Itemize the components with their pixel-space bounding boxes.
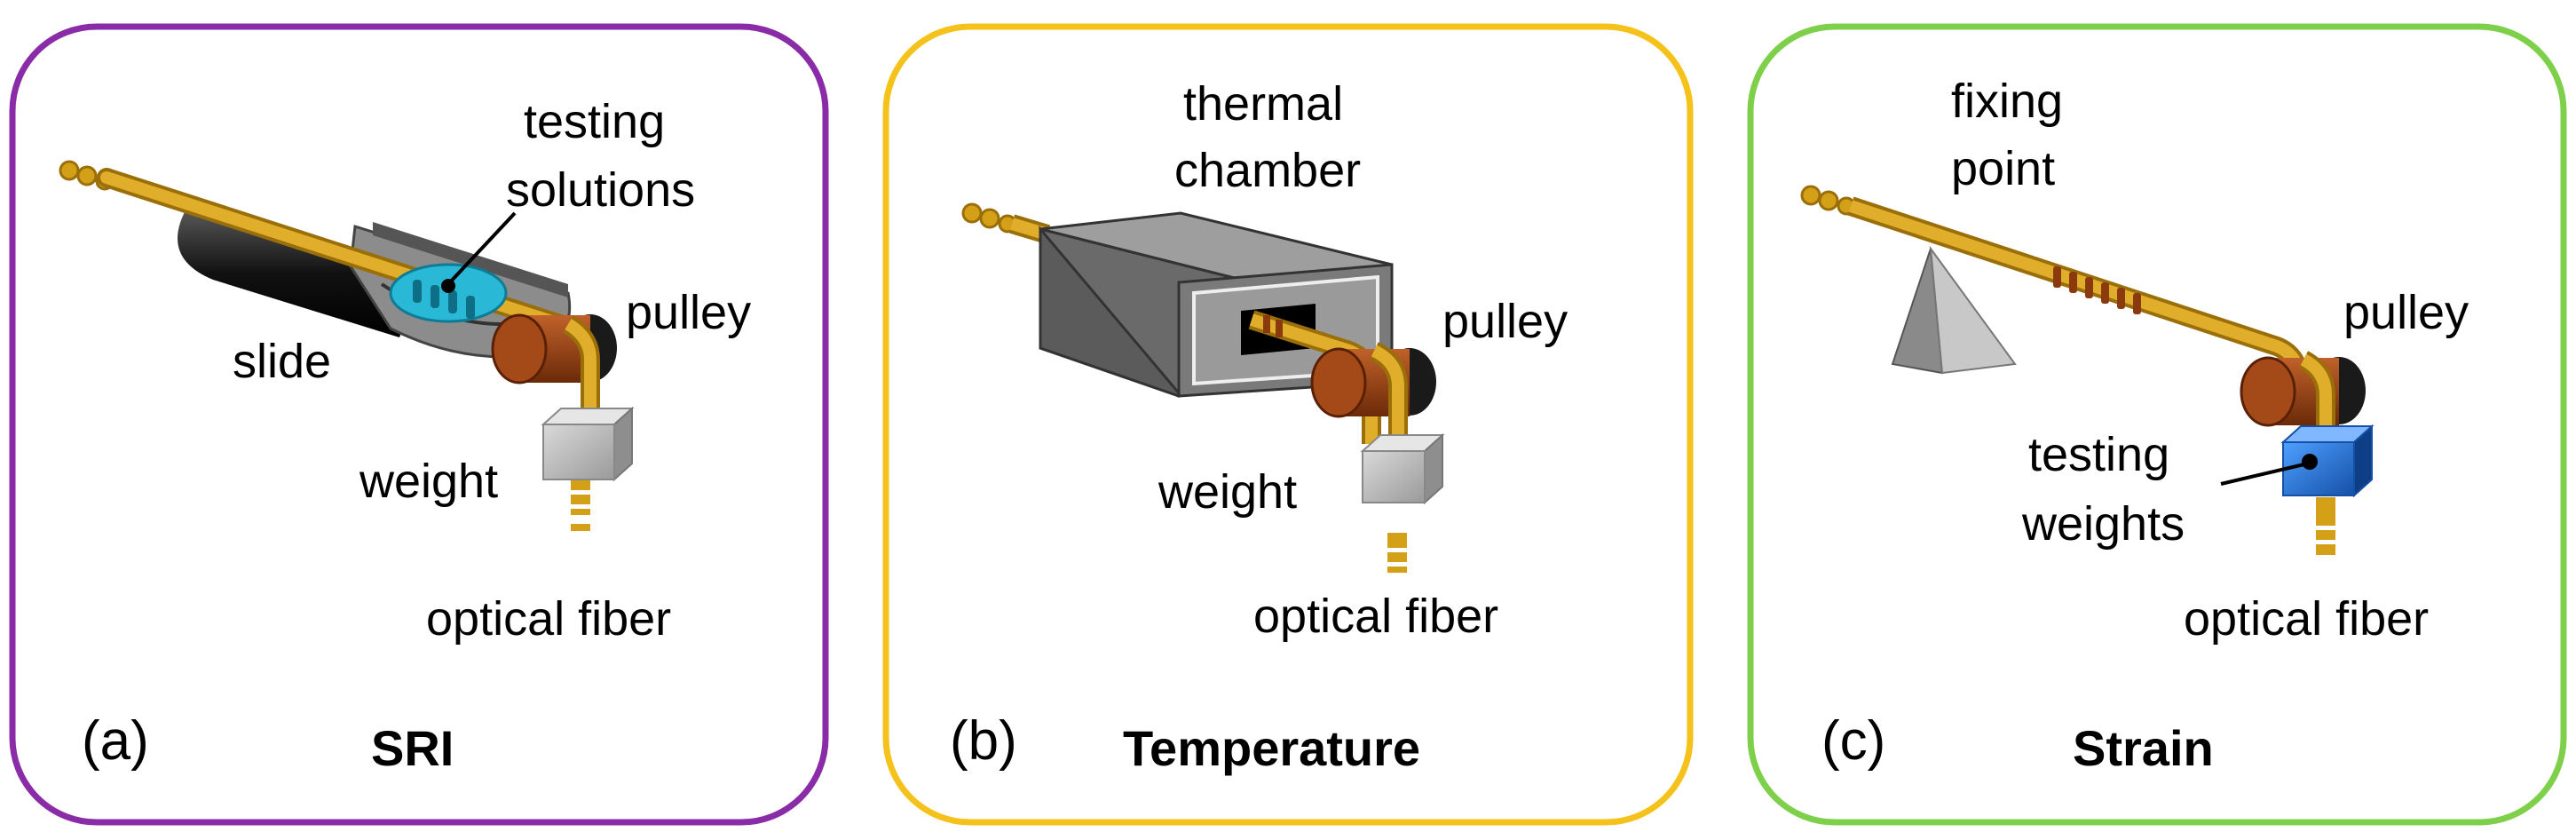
panel-sri: testing solutions slide pulley weight op… <box>9 23 829 826</box>
label-weight-a: weight <box>359 455 498 508</box>
label-testing-c: testing <box>2028 428 2169 481</box>
pulley-icon-b <box>1310 342 1436 466</box>
pulley-icon-c <box>2240 351 2366 440</box>
panel-b-index: (b) <box>950 710 1017 772</box>
label-pulley-a: pulley <box>626 286 751 339</box>
testing-weights-leader <box>2220 462 2309 486</box>
panel-c-title: Strain <box>2073 720 2214 776</box>
label-optical-fiber-a: optical fiber <box>426 592 671 646</box>
panel-c-border <box>1747 23 2567 826</box>
label-point-c: point <box>1951 142 2055 195</box>
label-solutions-a: solutions <box>506 163 695 217</box>
label-slide-a: slide <box>233 335 331 388</box>
panel-a-index: (a) <box>82 710 149 772</box>
panel-a-border <box>9 23 829 826</box>
weight-icon-a <box>541 406 635 482</box>
testing-solutions-leader <box>446 211 517 286</box>
pulley-icon-a <box>491 313 617 417</box>
testing-weight-icon <box>2280 424 2375 498</box>
panel-b-title: Temperature <box>1123 720 1420 776</box>
label-weights-c: weights <box>2021 497 2185 551</box>
label-thermal-b: thermal <box>1183 77 1343 131</box>
label-weight-b: weight <box>1158 465 1297 519</box>
solution-fiber-marks <box>413 280 475 319</box>
thermal-chamber-icon <box>1039 211 1394 398</box>
label-pulley-b: pulley <box>1442 295 1568 348</box>
panel-temperature: thermal chamber pulley weight optical fi… <box>882 23 1694 826</box>
optical-fiber-c-tail <box>2316 497 2335 555</box>
label-optical-fiber-c: optical fiber <box>2184 592 2429 646</box>
grating-marks <box>2053 266 2141 314</box>
panel-a-title: SRI <box>371 720 454 776</box>
fixing-point-icon <box>1891 245 2017 375</box>
panel-c-index: (c) <box>1821 710 1885 772</box>
label-fixing-c: fixing <box>1951 75 2063 128</box>
label-testing-a: testing <box>524 95 665 148</box>
label-optical-fiber-b: optical fiber <box>1253 590 1498 643</box>
weight-icon-b <box>1360 432 1445 505</box>
label-chamber-b: chamber <box>1174 144 1361 197</box>
panel-strain: fixing point pulley testing weights opti… <box>1747 23 2567 826</box>
label-pulley-c: pulley <box>2343 286 2469 339</box>
